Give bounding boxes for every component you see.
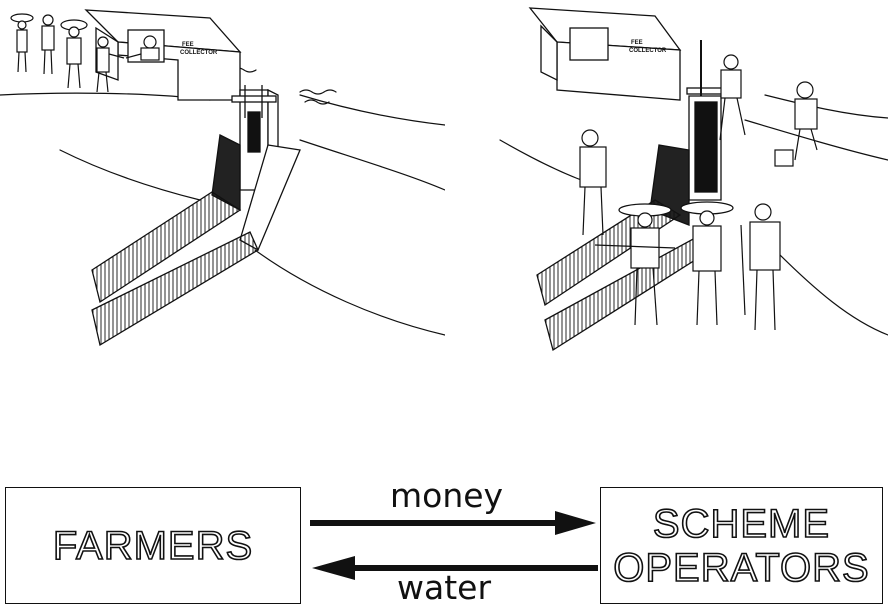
farmer-figure xyxy=(11,14,33,72)
canal-and-gate xyxy=(92,85,300,345)
fee-collection-illustration: FEE COLLECTOR xyxy=(0,0,445,370)
operators-label-line2: OPERATORS xyxy=(613,546,869,590)
farmers-box: FARMERS xyxy=(5,487,301,604)
man-with-watering-can xyxy=(775,82,817,166)
sign-fee: FEE xyxy=(631,40,643,46)
farmer-figure xyxy=(42,15,54,74)
money-flow-label: money xyxy=(390,476,503,515)
farmers-operate-gate-illustration: FEE COLLECTOR xyxy=(445,0,888,370)
sign-collector: COLLECTOR xyxy=(629,48,667,54)
water-flow-label: water xyxy=(397,568,491,607)
sign-collector: COLLECTOR xyxy=(180,50,218,56)
operators-label-line1: SCHEME xyxy=(653,502,830,546)
scheme-operators-box: SCHEME OPERATORS xyxy=(600,487,883,604)
farmer-with-cap xyxy=(750,204,780,330)
farmers-label: FARMERS xyxy=(53,524,253,568)
man-clapping xyxy=(580,130,606,235)
fee-collector-booth: FEE COLLECTOR xyxy=(530,8,680,100)
man-on-gate xyxy=(720,55,745,140)
sign-fee: FEE xyxy=(182,42,194,48)
farmer-figure xyxy=(61,20,87,88)
